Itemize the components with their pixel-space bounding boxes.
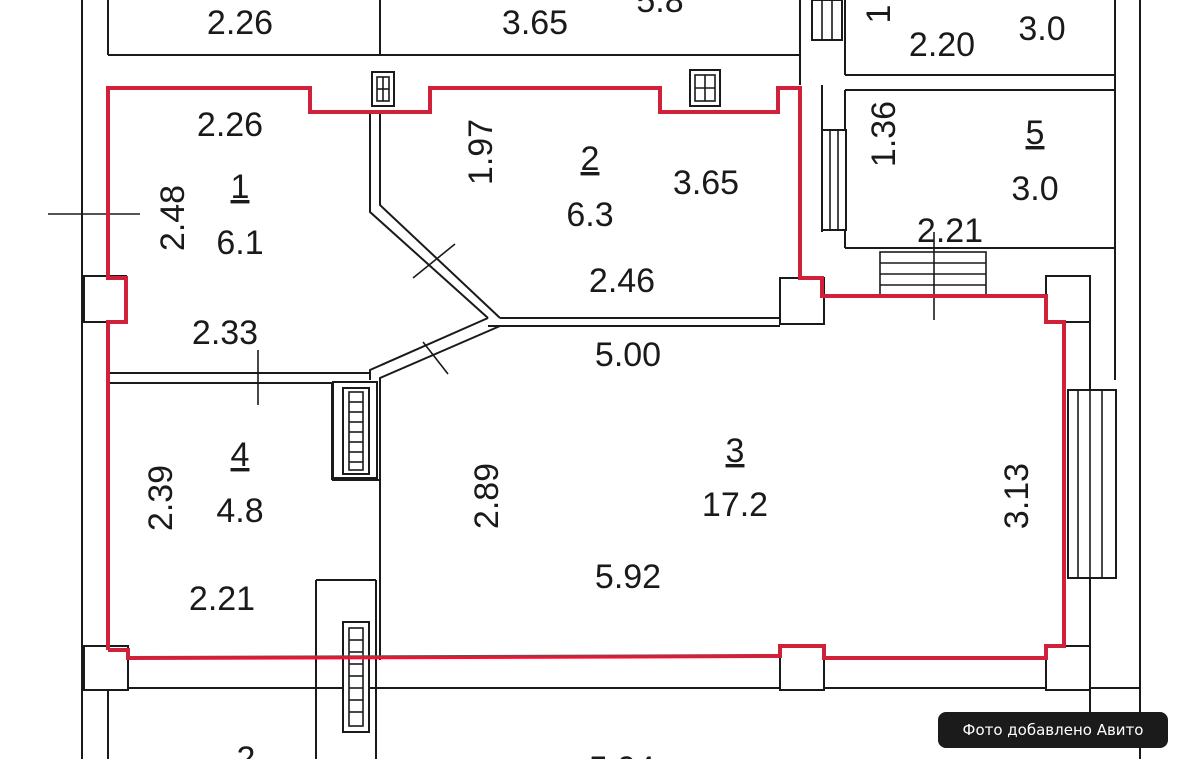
door-markers — [48, 213, 935, 405]
dim-room5-width: 2.21 — [917, 212, 983, 250]
room-area: 17.2 — [702, 486, 768, 524]
window-top-center — [689, 69, 721, 107]
dim-room3-right: 3.13 — [998, 463, 1036, 529]
window-right — [1067, 389, 1117, 579]
room-2: 2 6.3 — [566, 140, 613, 234]
dim-room2-depth: 1.97 — [462, 119, 500, 185]
window-top-left — [371, 71, 395, 107]
stair-steps — [879, 251, 987, 297]
dim-top-left: 2.26 — [207, 4, 273, 42]
dim-bottom-partial-left: 2 — [237, 740, 256, 759]
dim-room1-width: 2.26 — [197, 106, 263, 144]
radiator-1 — [332, 381, 378, 479]
window-top-right — [811, 0, 843, 41]
dim-top-partial: 5.8 — [636, 0, 683, 20]
window-left-hatch — [82, 275, 127, 323]
dim-top-center: 3.65 — [502, 4, 568, 42]
room-3: 3 17.2 — [702, 432, 768, 524]
watermark-text: Фото добавлено Авито — [962, 721, 1144, 739]
dim-room3-bottom: 5.92 — [595, 558, 661, 596]
room-1: 1 6.1 — [216, 168, 263, 262]
dim-room4-height: 2.39 — [142, 465, 180, 531]
dim-top-right-a: 2.20 — [909, 26, 975, 64]
watermark-badge: Фото добавлено Авито — [938, 712, 1168, 748]
room-4: 4 4.8 — [216, 436, 263, 530]
dim-room4-width: 2.21 — [189, 580, 255, 618]
dim-top-right-b: 3.0 — [1018, 10, 1065, 48]
apartment-boundary — [106, 86, 1066, 661]
dim-room3-top: 5.00 — [595, 336, 661, 374]
dim-room5-depth: 1.36 — [865, 101, 903, 167]
room-number: 3 — [726, 432, 745, 470]
room-number: 2 — [581, 140, 600, 178]
dim-room3-left: 2.89 — [468, 463, 506, 529]
room-area: 4.8 — [216, 492, 263, 530]
dim-room2-bottom: 2.46 — [589, 262, 655, 300]
dim-room1-bottom: 2.33 — [192, 314, 258, 352]
room-number: 4 — [231, 436, 250, 474]
interior-partitions — [108, 112, 780, 660]
dim-top-right-partial: 1 — [860, 5, 898, 24]
window-room5 — [821, 129, 847, 231]
room-area: 6.3 — [566, 196, 613, 234]
room-number: 1 — [231, 168, 250, 206]
dim-room2-width: 3.65 — [673, 164, 739, 202]
room-area: 6.1 — [216, 224, 263, 262]
room-number: 5 — [1026, 114, 1045, 152]
room-area: 3.0 — [1011, 170, 1058, 208]
room-5: 5 3.0 — [1011, 114, 1058, 208]
columns — [83, 275, 1091, 691]
dim-room1-height: 2.48 — [154, 185, 192, 251]
radiator-2 — [342, 621, 370, 733]
dim-bottom-partial-center: 5.94 — [589, 750, 655, 759]
dimension-labels: 2.26 3.65 5.8 1 2.20 3.0 2.26 2.48 2.33 … — [142, 0, 1066, 759]
